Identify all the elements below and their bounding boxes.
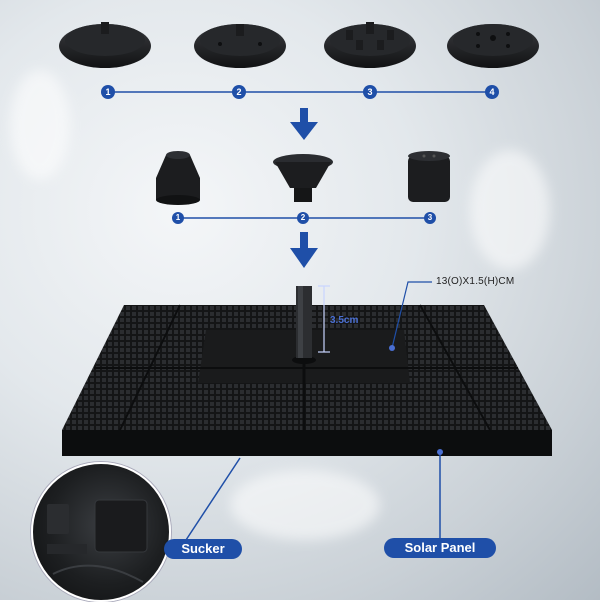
extension-cap-icon	[273, 154, 333, 202]
nozzle-disc-icon	[447, 24, 539, 68]
height-label: 3.5cm	[330, 315, 359, 326]
nozzle-number-badge: 4	[485, 85, 499, 99]
water-splash	[470, 150, 550, 270]
extension-cap-icon	[156, 151, 200, 205]
nozzle-disc-icon	[324, 22, 416, 68]
water-splash	[10, 70, 70, 180]
nozzle-disc-icon	[194, 24, 286, 68]
solar-panel-callout: Solar Panel	[384, 538, 496, 558]
arrow-down-icon	[290, 232, 318, 268]
nozzle-number-badge: 3	[363, 85, 377, 99]
nozzle-number-badge: 2	[232, 85, 246, 99]
extension-number-badge: 3	[424, 212, 436, 224]
dimension-pointer	[389, 281, 432, 351]
solar-panel-icon	[62, 286, 552, 456]
extension-cap-icon	[408, 151, 450, 202]
dimension-label: 13(O)X1.5(H)CM	[436, 276, 515, 287]
height-measure	[318, 285, 330, 353]
sucker-closeup	[31, 462, 171, 602]
sucker-callout: Sucker	[164, 539, 242, 559]
suction-cup-icon	[47, 499, 148, 583]
sucker-pointer	[185, 457, 241, 541]
nozzle-disc-icon	[59, 22, 151, 68]
nozzle-number-badge: 1	[101, 85, 115, 99]
arrow-down-icon	[290, 108, 318, 140]
water-splash	[230, 470, 380, 540]
extension-number-badge: 1	[172, 212, 184, 224]
extension-number-badge: 2	[297, 212, 309, 224]
solar-panel-pointer	[437, 449, 443, 538]
